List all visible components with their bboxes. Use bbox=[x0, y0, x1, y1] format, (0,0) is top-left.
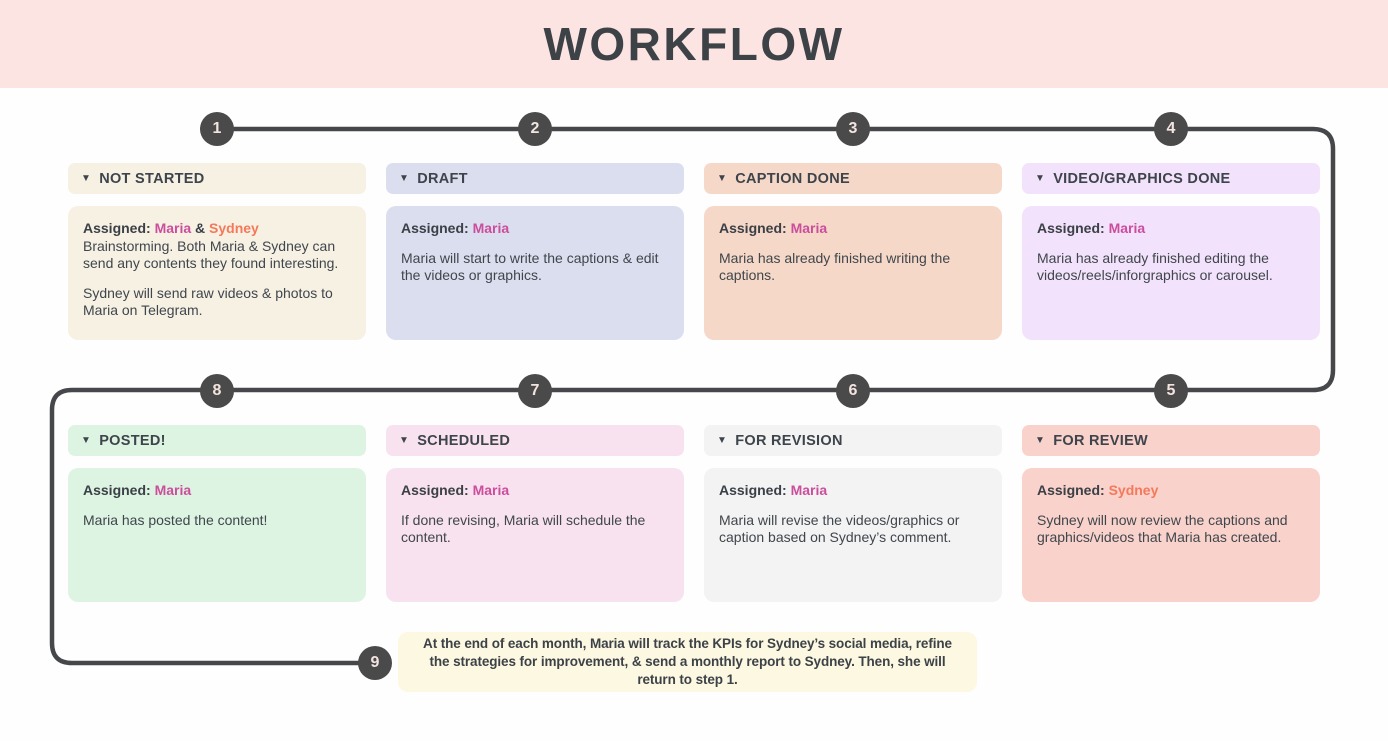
step-number-badge: 3 bbox=[836, 112, 870, 146]
step-card-body: Assigned: Maria Maria has already finish… bbox=[1022, 206, 1320, 340]
step-card-for-review: 5 ▼ FOR REVIEW Assigned: Sydney Sydney w… bbox=[1022, 374, 1320, 602]
cards-row-1: 1 ▼ NOT STARTED Assigned: Maria & Sydney… bbox=[68, 112, 1320, 340]
page-title: WORKFLOW bbox=[543, 18, 845, 70]
assignee-name: Maria bbox=[790, 220, 828, 236]
step-title-bar[interactable]: ▼ SCHEDULED bbox=[386, 425, 684, 456]
collapse-triangle-icon: ▼ bbox=[717, 172, 728, 184]
assigned-label: Assigned: bbox=[401, 482, 473, 498]
step-description: Brainstorming. Both Maria & Sydney can s… bbox=[83, 238, 339, 271]
assigned-line: Assigned: Maria bbox=[401, 220, 669, 236]
step-title-bar[interactable]: ▼ POSTED! bbox=[68, 425, 366, 456]
header-banner: WORKFLOW bbox=[0, 0, 1388, 88]
workflow-canvas: 1 ▼ NOT STARTED Assigned: Maria & Sydney… bbox=[0, 88, 1388, 741]
assignee-name: Maria bbox=[154, 482, 192, 498]
step-description: If done revising, Maria will schedule th… bbox=[401, 512, 646, 545]
step-card-video-graphics-done: 4 ▼ VIDEO/GRAPHICS DONE Assigned: Maria … bbox=[1022, 112, 1320, 340]
collapse-triangle-icon: ▼ bbox=[1035, 172, 1046, 184]
assignee-name: Sydney bbox=[209, 220, 259, 236]
step-description: Sydney will send raw videos & photos to … bbox=[83, 285, 333, 318]
step-number-badge: 4 bbox=[1154, 112, 1188, 146]
step-title-bar[interactable]: ▼ VIDEO/GRAPHICS DONE bbox=[1022, 163, 1320, 194]
step-description: Maria has posted the content! bbox=[83, 512, 268, 529]
step-title-bar[interactable]: ▼ FOR REVIEW bbox=[1022, 425, 1320, 456]
step-card-body: Assigned: Maria If done revising, Maria … bbox=[386, 468, 684, 602]
collapse-triangle-icon: ▼ bbox=[1035, 434, 1046, 446]
step-description: Maria has already finished writing the c… bbox=[719, 250, 951, 283]
step-title-label: POSTED! bbox=[99, 432, 166, 449]
assignee-name: Sydney bbox=[1108, 482, 1159, 498]
step-description: Sydney will now review the captions and … bbox=[1037, 512, 1288, 545]
ampersand-separator: & bbox=[191, 220, 210, 236]
step-card-not-started: 1 ▼ NOT STARTED Assigned: Maria & Sydney… bbox=[68, 112, 366, 340]
assigned-label: Assigned: bbox=[401, 220, 473, 236]
collapse-triangle-icon: ▼ bbox=[717, 434, 728, 446]
collapse-triangle-icon: ▼ bbox=[81, 434, 92, 446]
assigned-label: Assigned: bbox=[83, 220, 155, 236]
monthly-report-note: At the end of each month, Maria will tra… bbox=[398, 632, 977, 692]
collapse-triangle-icon: ▼ bbox=[399, 172, 410, 184]
step-description: Maria has already finished editing the v… bbox=[1037, 250, 1273, 283]
assigned-label: Assigned: bbox=[83, 482, 155, 498]
step-number-badge: 7 bbox=[518, 374, 552, 408]
step-title-bar[interactable]: ▼ CAPTION DONE bbox=[704, 163, 1002, 194]
assignee-name: Maria bbox=[1108, 220, 1146, 236]
assigned-line: Assigned: Maria & Sydney bbox=[83, 220, 351, 236]
cards-row-2: 8 ▼ POSTED! Assigned: Maria Maria has po… bbox=[68, 374, 1320, 602]
step-card-body: Assigned: Maria Maria has already finish… bbox=[704, 206, 1002, 340]
step-title-label: SCHEDULED bbox=[417, 432, 511, 449]
step-title-bar[interactable]: ▼ NOT STARTED bbox=[68, 163, 366, 194]
step-title-label: DRAFT bbox=[417, 170, 468, 187]
step-title-label: FOR REVIEW bbox=[1053, 432, 1149, 449]
step-title-label: FOR REVISION bbox=[735, 432, 843, 449]
step-card-body: Assigned: Maria & Sydney Brainstorming. … bbox=[68, 206, 366, 340]
step-card-scheduled: 7 ▼ SCHEDULED Assigned: Maria If done re… bbox=[386, 374, 684, 602]
step-card-for-revision: 6 ▼ FOR REVISION Assigned: Maria Maria w… bbox=[704, 374, 1002, 602]
assigned-label: Assigned: bbox=[719, 482, 791, 498]
step-card-caption-done: 3 ▼ CAPTION DONE Assigned: Maria Maria h… bbox=[704, 112, 1002, 340]
assignee-name: Maria bbox=[472, 220, 510, 236]
collapse-triangle-icon: ▼ bbox=[81, 172, 92, 184]
step-card-body: Assigned: Maria Maria will revise the vi… bbox=[704, 468, 1002, 602]
step-title-bar[interactable]: ▼ FOR REVISION bbox=[704, 425, 1002, 456]
assignee-name: Maria bbox=[790, 482, 828, 498]
assigned-line: Assigned: Maria bbox=[719, 220, 987, 236]
assigned-line: Assigned: Maria bbox=[719, 482, 987, 498]
assigned-line: Assigned: Sydney bbox=[1037, 482, 1305, 498]
step-number-badge: 8 bbox=[200, 374, 234, 408]
step-card-posted: 8 ▼ POSTED! Assigned: Maria Maria has po… bbox=[68, 374, 366, 602]
step-description: Maria will revise the videos/graphics or… bbox=[719, 512, 960, 545]
step-description: Maria will start to write the captions &… bbox=[401, 250, 659, 283]
assignee-name: Maria bbox=[472, 482, 510, 498]
step-card-body: Assigned: Maria Maria will start to writ… bbox=[386, 206, 684, 340]
step-title-label: NOT STARTED bbox=[99, 170, 205, 187]
assigned-label: Assigned: bbox=[719, 220, 791, 236]
step-card-draft: 2 ▼ DRAFT Assigned: Maria Maria will sta… bbox=[386, 112, 684, 340]
step-card-body: Assigned: Sydney Sydney will now review … bbox=[1022, 468, 1320, 602]
step-number-badge: 9 bbox=[358, 646, 392, 680]
monthly-report-note-text: At the end of each month, Maria will tra… bbox=[423, 636, 952, 687]
step-number-badge: 6 bbox=[836, 374, 870, 408]
assignee-name: Maria bbox=[154, 220, 192, 236]
step-title-label: VIDEO/GRAPHICS DONE bbox=[1053, 170, 1231, 187]
collapse-triangle-icon: ▼ bbox=[399, 434, 410, 446]
assigned-line: Assigned: Maria bbox=[401, 482, 669, 498]
workflow-connector-line bbox=[49, 126, 1336, 666]
step-number-badge: 2 bbox=[518, 112, 552, 146]
step-title-bar[interactable]: ▼ DRAFT bbox=[386, 163, 684, 194]
step-title-label: CAPTION DONE bbox=[735, 170, 850, 187]
assigned-line: Assigned: Maria bbox=[83, 482, 351, 498]
assigned-label: Assigned: bbox=[1037, 482, 1109, 498]
step-number-badge: 5 bbox=[1154, 374, 1188, 408]
step-number-badge: 1 bbox=[200, 112, 234, 146]
step-card-body: Assigned: Maria Maria has posted the con… bbox=[68, 468, 366, 602]
assigned-line: Assigned: Maria bbox=[1037, 220, 1305, 236]
assigned-label: Assigned: bbox=[1037, 220, 1109, 236]
